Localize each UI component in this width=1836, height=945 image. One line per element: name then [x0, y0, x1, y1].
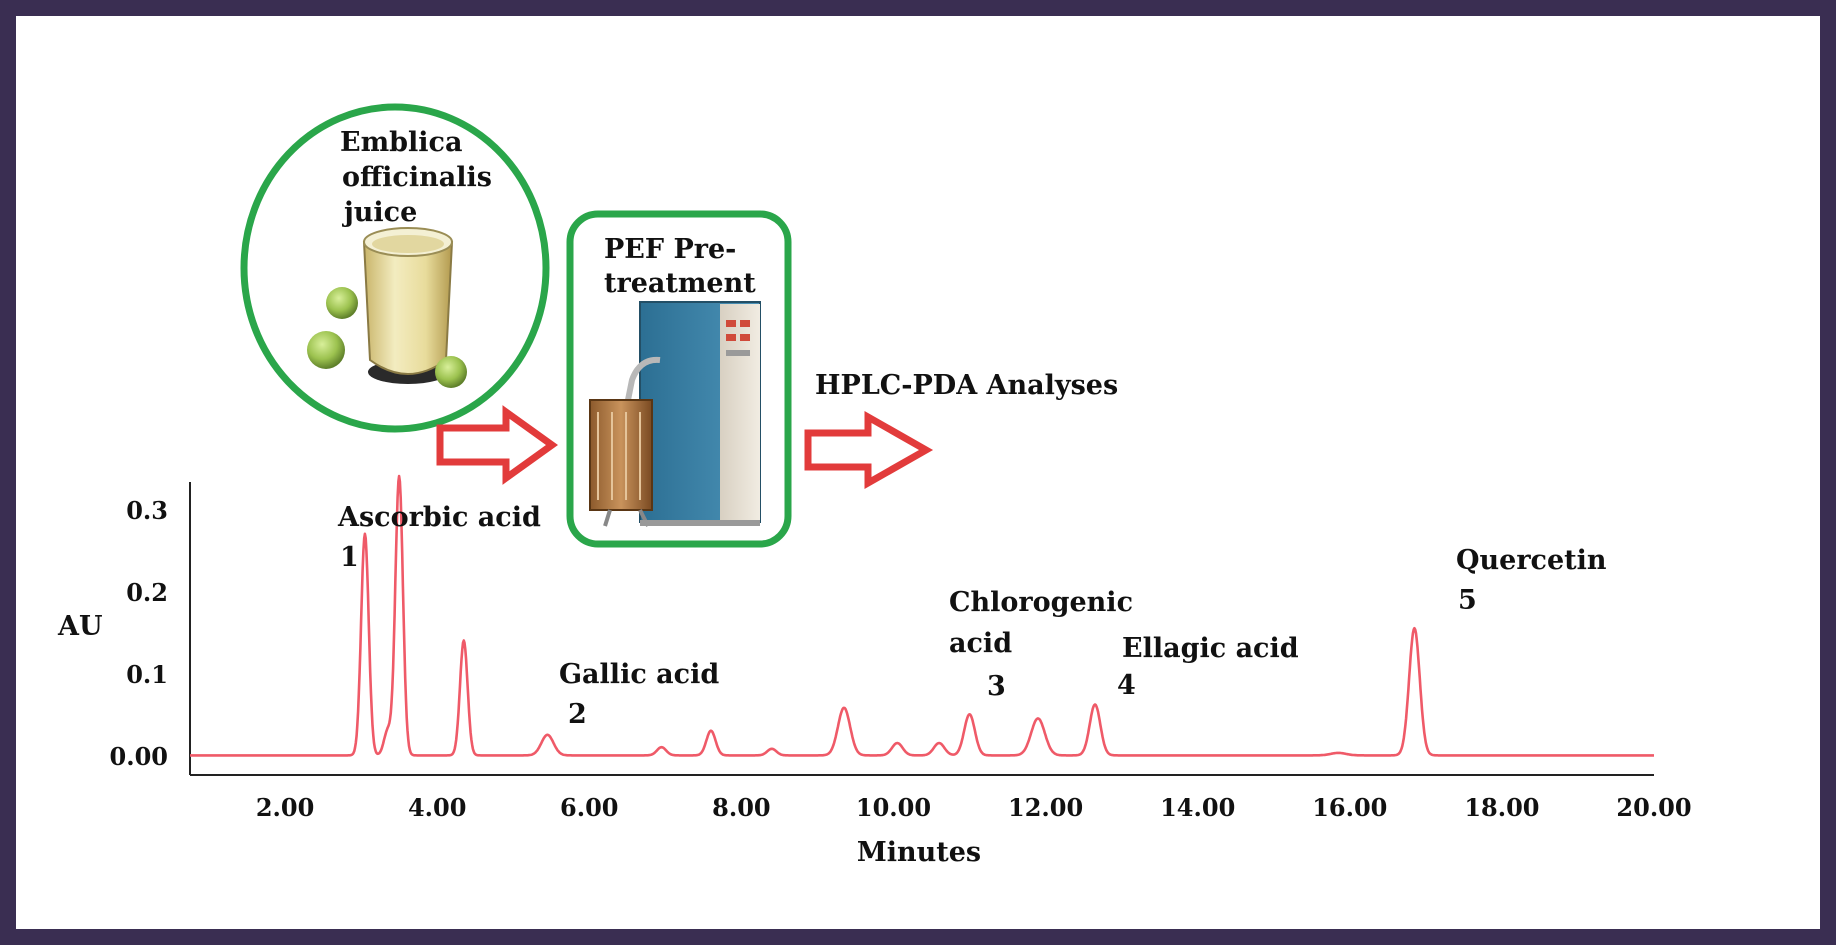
trace-line — [189, 474, 1655, 757]
x-tick-label: 18.00 — [1464, 793, 1539, 822]
peak-name-label: Ellagic acid — [1122, 633, 1299, 664]
peak-number-label: 1 — [340, 542, 359, 573]
peak-name-label: Quercetin — [1456, 545, 1607, 576]
flow-arrow — [436, 405, 559, 485]
juice-label: Emblica officinalis juice — [340, 127, 501, 228]
juice-glass-illustration — [362, 227, 454, 384]
pef-step: PEF Pre- treatment — [566, 210, 792, 548]
peak-number-label: 3 — [987, 671, 1006, 702]
x-tick-label: 12.00 — [1008, 793, 1083, 822]
x-tick-label: 10.00 — [856, 793, 931, 822]
juice-label-line: juice — [342, 197, 417, 228]
peak-number-label: 5 — [1458, 585, 1477, 616]
juice-step: Emblica officinalis juice — [240, 103, 550, 433]
x-tick-label: 4.00 — [408, 793, 466, 822]
x-axis-label: Minutes — [857, 837, 981, 868]
x-tick-label: 6.00 — [560, 793, 618, 822]
peak-number-label: 2 — [568, 699, 587, 730]
y-tick-label: 0.1 — [126, 660, 168, 689]
hplc-analysis-label: HPLC-PDA Analyses — [815, 370, 1118, 401]
x-tick-label: 2.00 — [256, 793, 314, 822]
y-tick-label: 0.3 — [126, 496, 168, 525]
juice-label-line: officinalis — [342, 162, 492, 193]
y-tick-label: 0.00 — [110, 742, 168, 771]
x-tick-label: 14.00 — [1160, 793, 1235, 822]
pef-equipment-illustration — [589, 301, 761, 527]
pef-label: PEF Pre- treatment — [604, 234, 756, 299]
amla-fruit-icon — [307, 331, 345, 369]
juice-step-outline — [240, 103, 550, 433]
pef-label-line: treatment — [604, 268, 756, 299]
peak-name-label: Ascorbic acid — [337, 502, 541, 533]
chart-axes — [189, 482, 1654, 776]
amla-fruit-icon — [435, 356, 467, 388]
x-tick-label: 8.00 — [712, 793, 770, 822]
juice-label-line: Emblica — [340, 127, 462, 158]
flow-arrow — [804, 410, 934, 490]
pef-label-line: PEF Pre- — [604, 234, 736, 265]
y-axis-label: AU — [57, 611, 103, 642]
x-tick-label: 16.00 — [1312, 793, 1387, 822]
x-tick-label: 20.00 — [1616, 793, 1691, 822]
chromatogram-trace — [189, 474, 1655, 757]
y-tick-label: 0.2 — [126, 578, 168, 607]
peak-number-label: 4 — [1117, 670, 1136, 701]
peak-name-label: Gallic acid — [559, 659, 719, 690]
amla-fruit-icon — [326, 287, 358, 319]
